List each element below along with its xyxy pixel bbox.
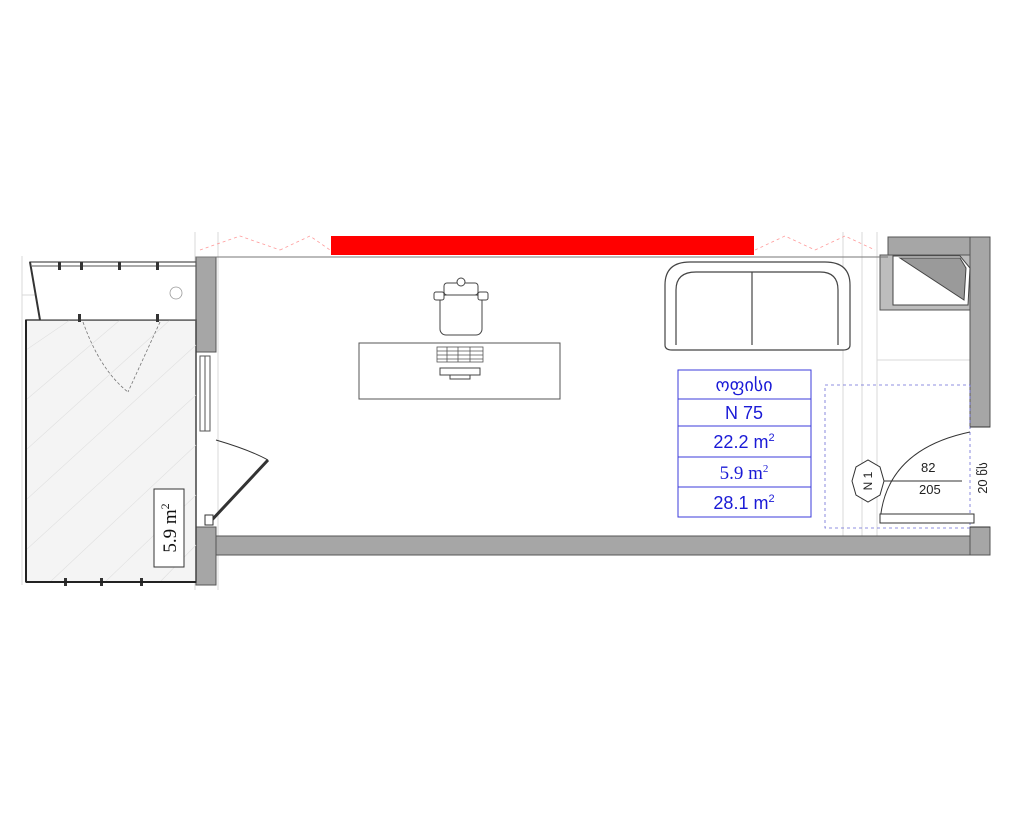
info-room-name: ოფისი: [715, 375, 772, 396]
keyboard: [436, 346, 484, 363]
info-indoor-area: 22.2 m2: [713, 432, 774, 452]
chair: [433, 277, 489, 336]
balcony-area-label: 5.9 m2: [158, 503, 181, 552]
elevation-tag-label: N 1: [861, 471, 875, 490]
window-highlight: [331, 236, 754, 255]
room-door: [204, 439, 270, 526]
elevation-bottom-value: 205: [919, 482, 941, 497]
sofa: [664, 261, 851, 351]
entrance-door: [879, 426, 990, 528]
balcony: [25, 261, 197, 586]
window-construction-marks: [199, 235, 876, 251]
info-table: [677, 369, 812, 518]
monitor: [439, 367, 481, 380]
duct-shaft: [892, 255, 971, 306]
walls: [195, 236, 991, 586]
elevation-top-value: 82: [921, 460, 935, 475]
elevation-side-label: 20 წს: [975, 462, 990, 494]
info-balcony-area: 5.9 m2: [720, 463, 769, 484]
info-total-area: 28.1 m2: [713, 493, 774, 513]
left-window: [199, 355, 211, 432]
info-unit-number: N 75: [725, 403, 763, 423]
entrance-zone: [824, 384, 971, 529]
